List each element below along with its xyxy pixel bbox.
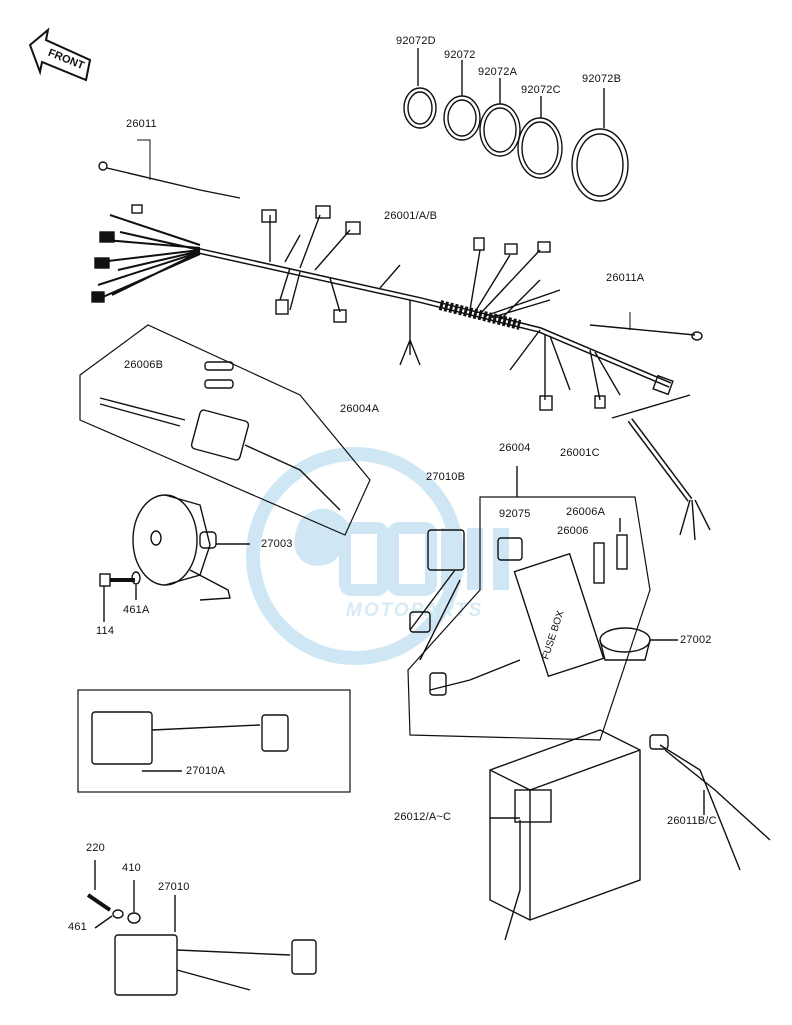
label-26004A: 26004A bbox=[340, 403, 380, 415]
label-26011A: 26011A bbox=[606, 272, 645, 284]
label-26011: 26011 bbox=[126, 118, 157, 130]
label-92072: 92072 bbox=[444, 49, 476, 61]
label-26006A: 26006A bbox=[566, 506, 606, 518]
fuse-box-text: FUSE BOX bbox=[540, 609, 566, 661]
wire-lead-26011A bbox=[589, 312, 703, 341]
main-harness-26001 bbox=[91, 204, 674, 411]
ignition-switch-27002 bbox=[599, 627, 678, 661]
bolt-114 bbox=[99, 573, 135, 622]
label-26001AB: 26001/A/B bbox=[384, 210, 438, 222]
label-410: 410 bbox=[122, 862, 141, 874]
label-461: 461 bbox=[68, 921, 87, 933]
label-27010: 27010 bbox=[158, 881, 190, 893]
sub-harness-26001C bbox=[611, 394, 711, 541]
label-92072C: 92072C bbox=[521, 84, 561, 96]
label-461A: 461A bbox=[123, 604, 150, 616]
label-27002: 27002 bbox=[680, 634, 712, 646]
band-92072C bbox=[517, 117, 563, 179]
label-220: 220 bbox=[86, 842, 105, 854]
wire-lead-26011 bbox=[98, 139, 241, 199]
battery-lead-26011BC bbox=[649, 734, 771, 871]
horn-27003 bbox=[132, 494, 250, 601]
label-26011BC: 26011B/C bbox=[667, 815, 717, 827]
front-arrow-icon: FRONT bbox=[28, 27, 92, 82]
band-92072 bbox=[443, 95, 481, 141]
label-92075: 92075 bbox=[499, 508, 531, 520]
unit-27010 bbox=[86, 860, 317, 996]
band-92072D bbox=[403, 87, 437, 129]
label-26006: 26006 bbox=[557, 525, 589, 537]
washer-461A bbox=[131, 571, 141, 600]
watermark-text: MOTOPARTS bbox=[346, 600, 483, 621]
label-27010A: 27010A bbox=[186, 765, 226, 777]
label-26004: 26004 bbox=[499, 442, 531, 454]
enclosure-26004A bbox=[79, 324, 371, 536]
label-26006B: 26006B bbox=[124, 359, 164, 371]
band-92072A bbox=[479, 103, 521, 157]
enclosure-26004 bbox=[407, 466, 651, 741]
label-92072A: 92072A bbox=[478, 66, 518, 78]
label-26012: 26012/A~C bbox=[394, 811, 452, 823]
label-114: 114 bbox=[96, 625, 115, 637]
label-27010B: 27010B bbox=[426, 471, 466, 483]
watermark-logo: MOTOPARTS bbox=[246, 447, 509, 665]
label-92072B: 92072B bbox=[582, 73, 622, 85]
label-26001C: 26001C bbox=[560, 447, 600, 459]
band-92072B bbox=[571, 128, 629, 202]
battery-26012 bbox=[489, 729, 641, 941]
label-27003: 27003 bbox=[261, 538, 293, 550]
label-92072D: 92072D bbox=[396, 35, 436, 47]
enclosure-27010A bbox=[77, 689, 351, 793]
